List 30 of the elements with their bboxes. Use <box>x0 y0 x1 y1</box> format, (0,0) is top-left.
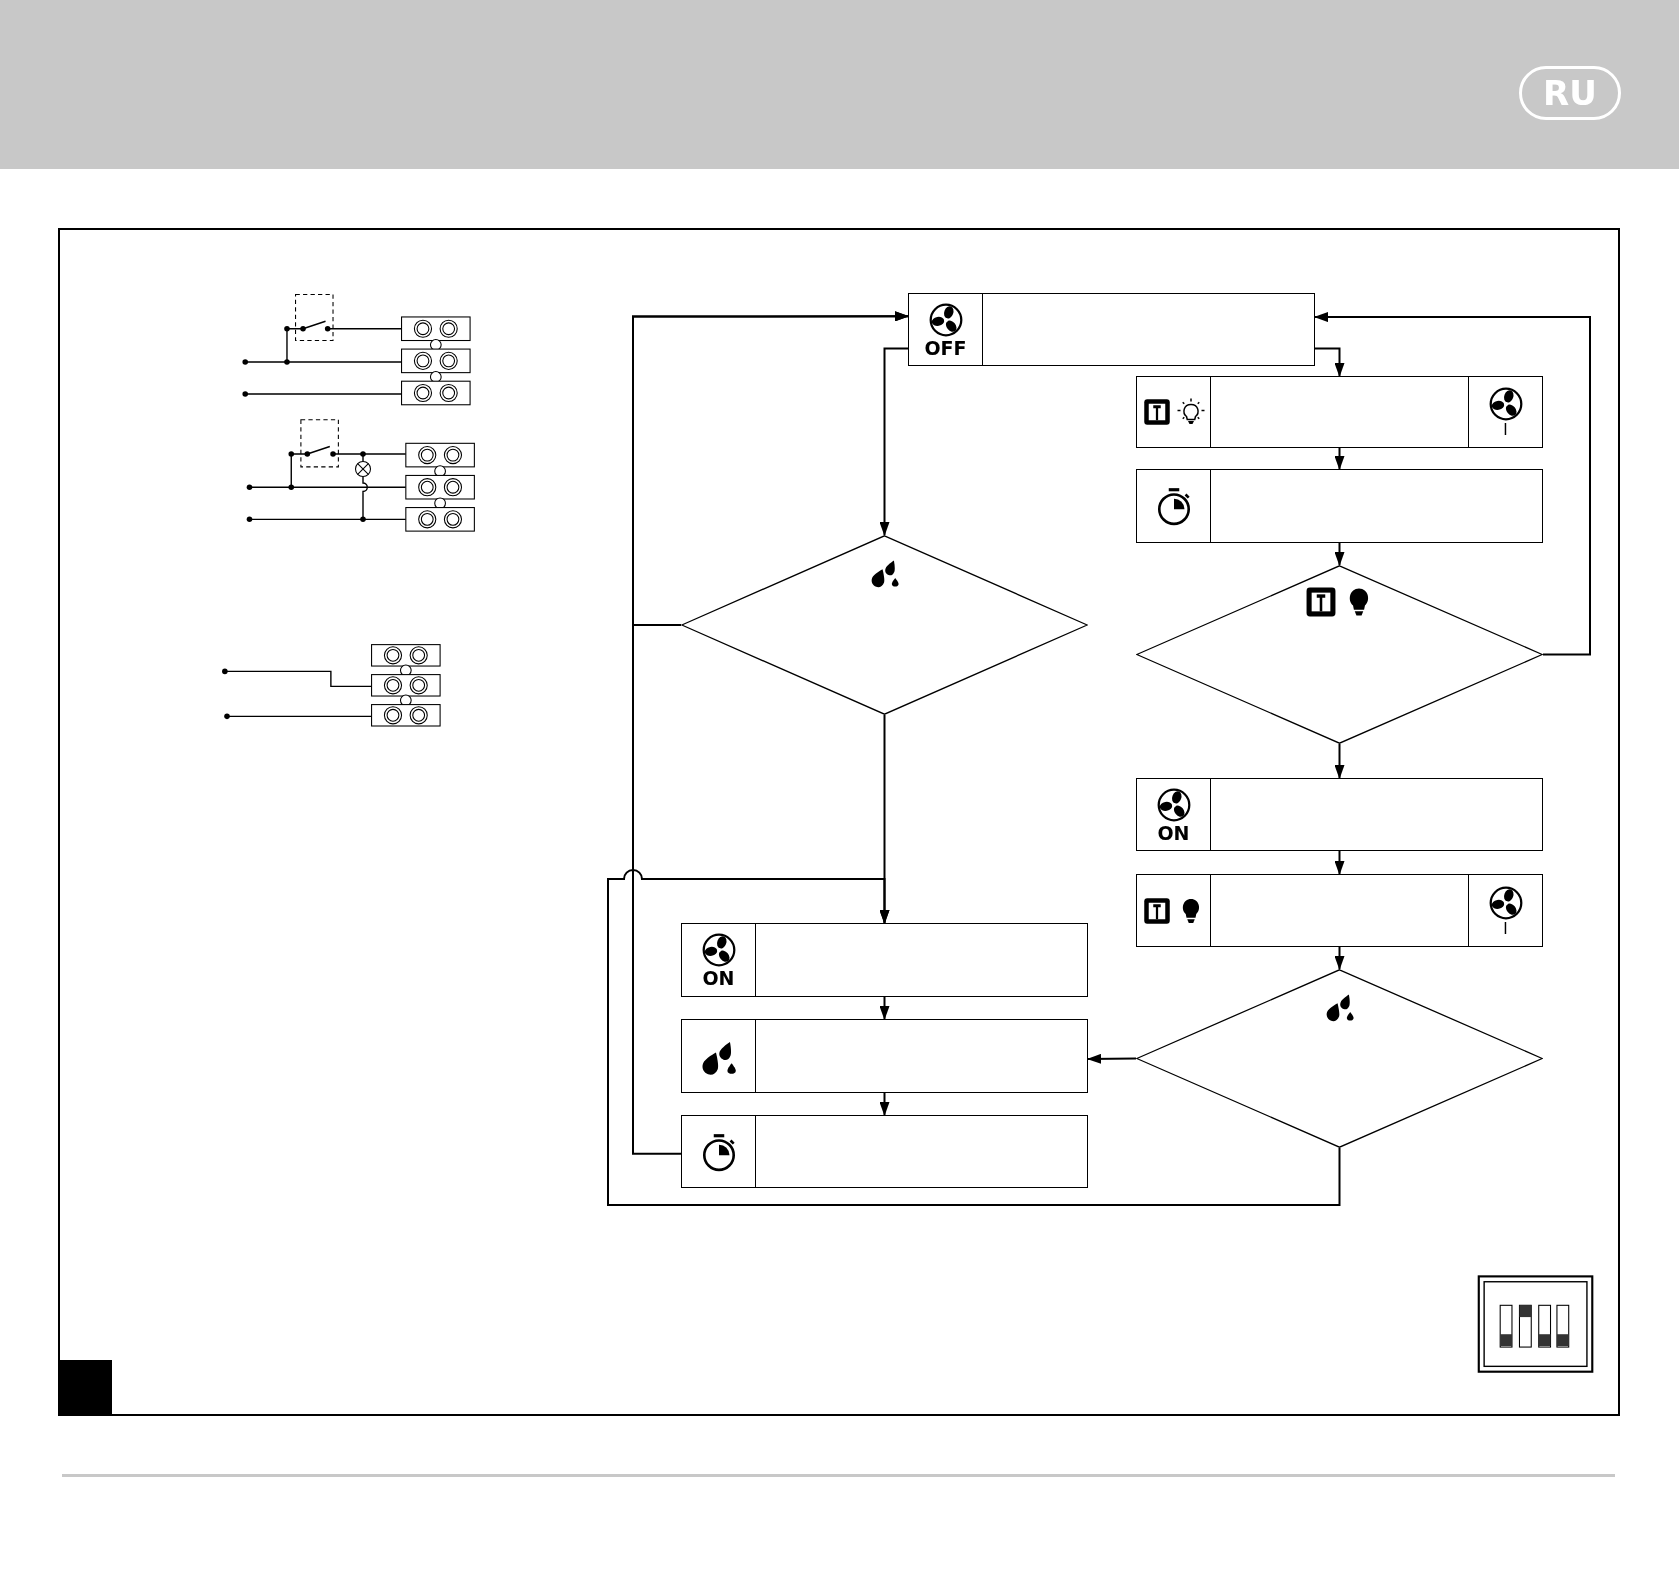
mode-label: I <box>1503 920 1508 937</box>
arrow <box>1314 312 1591 656</box>
arrow <box>1334 447 1345 470</box>
process-box <box>1136 874 1543 947</box>
decision-diamond <box>1136 969 1543 1148</box>
arrow <box>1334 743 1345 779</box>
mode-label: I <box>1503 422 1508 438</box>
mode-label: ON <box>702 968 735 988</box>
arrow <box>879 996 890 1020</box>
arrow <box>1334 946 1345 970</box>
arrow <box>1334 850 1345 875</box>
process-box <box>1136 376 1543 448</box>
arrow <box>879 1092 890 1116</box>
process-box <box>1136 469 1543 543</box>
mode-label: ON <box>1157 822 1190 843</box>
process-box <box>908 293 1315 366</box>
process-box <box>681 923 1088 997</box>
decision-diamond <box>681 535 1088 715</box>
decision-diamond <box>1136 565 1543 744</box>
arrow <box>879 347 909 536</box>
process-box <box>681 1019 1088 1093</box>
arrow <box>632 311 909 1155</box>
mode-label: OFF <box>924 337 967 358</box>
arrow <box>1087 1053 1137 1064</box>
arrow <box>1334 542 1345 566</box>
arrow <box>879 714 890 924</box>
process-box <box>1136 778 1543 851</box>
arrow <box>607 869 1341 1206</box>
arrow <box>1314 347 1345 377</box>
process-box <box>681 1115 1088 1188</box>
